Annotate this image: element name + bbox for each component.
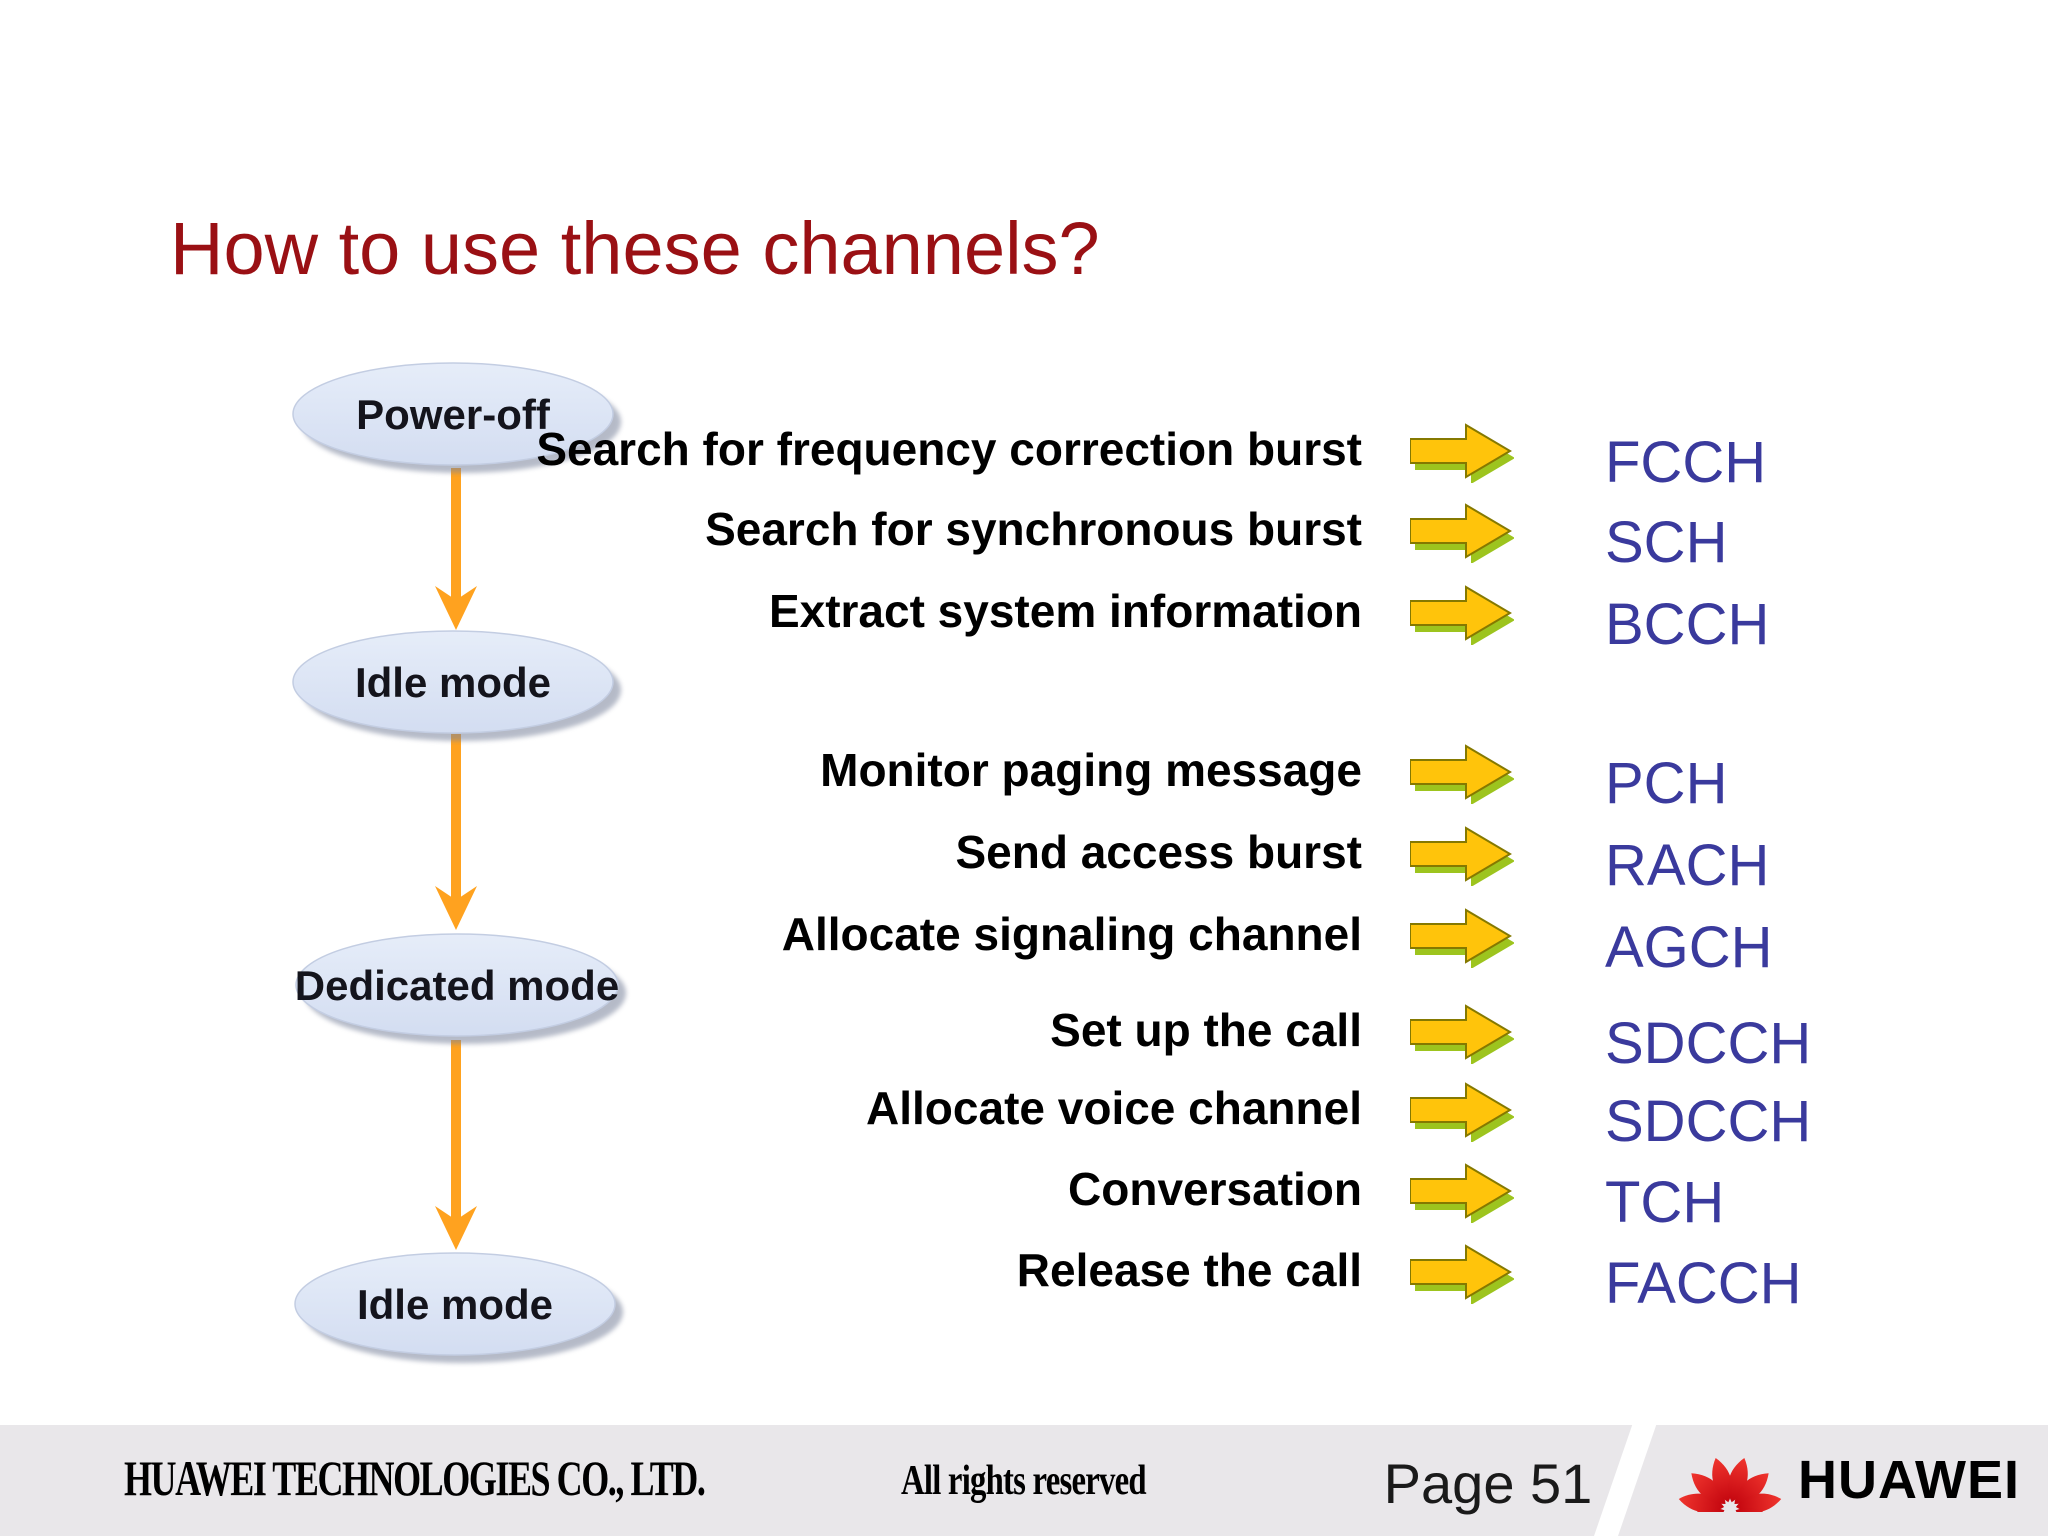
yellow-arrow-icon xyxy=(1410,1244,1514,1304)
step-action-label: Conversation xyxy=(1068,1163,1362,1215)
huawei-wordmark: HUAWEI xyxy=(1798,1450,2020,1510)
huawei-logo-icon xyxy=(1678,1458,1782,1512)
step-channel-label: TCH xyxy=(1605,1170,1725,1235)
yellow-arrow-icon xyxy=(1410,1004,1514,1064)
step-action-label: Allocate voice channel xyxy=(866,1082,1362,1134)
yellow-arrow-icon xyxy=(1410,826,1514,886)
step-channel-label: SDCCH xyxy=(1605,1089,1812,1154)
step-action-label: Release the call xyxy=(1016,1244,1362,1296)
step-action-label: Allocate signaling channel xyxy=(781,908,1362,960)
flow-arrow-1 xyxy=(435,468,477,630)
flow-node-label: Idle mode xyxy=(357,1281,553,1328)
step-action-label: Set up the call xyxy=(1050,1004,1362,1056)
yellow-arrow-icon xyxy=(1410,744,1514,804)
flow-node-power-off: Power-off xyxy=(292,362,621,473)
step-channel-label: FCCH xyxy=(1605,430,1767,495)
flow-node-label: Dedicated mode xyxy=(295,962,619,1009)
step-action-label: Extract system information xyxy=(768,585,1362,637)
flow-node-dedicated: Dedicated mode xyxy=(295,933,626,1044)
step-channel-label: RACH xyxy=(1605,833,1770,898)
step-channel-label: PCH xyxy=(1605,751,1728,816)
yellow-arrow-icon xyxy=(1410,423,1514,483)
page-number: Page 51 xyxy=(1383,1452,1593,1515)
step-channel-label: FACCH xyxy=(1605,1251,1802,1316)
yellow-arrow-icon xyxy=(1410,908,1514,968)
step-channel-label: BCCH xyxy=(1605,592,1770,657)
step-action-label: Send access burst xyxy=(955,826,1362,878)
step-action-label: Search for synchronous burst xyxy=(705,503,1362,555)
flow-diagram: Power-off Idle mode Dedicated mode Idle … xyxy=(292,362,626,1363)
page-title: How to use these channels? xyxy=(170,207,1100,290)
step-channel-label: SDCCH xyxy=(1605,1011,1812,1076)
yellow-arrow-icon xyxy=(1410,1082,1514,1142)
footer-company-text: HUAWEI TECHNOLOGIES CO., LTD. xyxy=(124,1450,706,1506)
step-channel-label: AGCH xyxy=(1605,915,1773,980)
yellow-arrow-icon xyxy=(1410,1163,1514,1223)
flow-node-label: Power-off xyxy=(356,391,551,438)
yellow-arrow-icon xyxy=(1410,503,1514,563)
flow-arrow-2 xyxy=(435,734,477,930)
yellow-arrow-icon xyxy=(1410,585,1514,645)
flow-arrow-3 xyxy=(435,1040,477,1250)
step-action-label: Search for frequency correction burst xyxy=(536,423,1362,475)
step-channel-label: SCH xyxy=(1605,510,1728,575)
flow-node-idle-2: Idle mode xyxy=(294,1252,623,1363)
flow-node-label: Idle mode xyxy=(355,659,551,706)
step-action-label: Monitor paging message xyxy=(820,744,1362,796)
flow-node-idle-1: Idle mode xyxy=(292,630,621,741)
footer-rights-text: All rights reserved xyxy=(901,1458,1147,1504)
